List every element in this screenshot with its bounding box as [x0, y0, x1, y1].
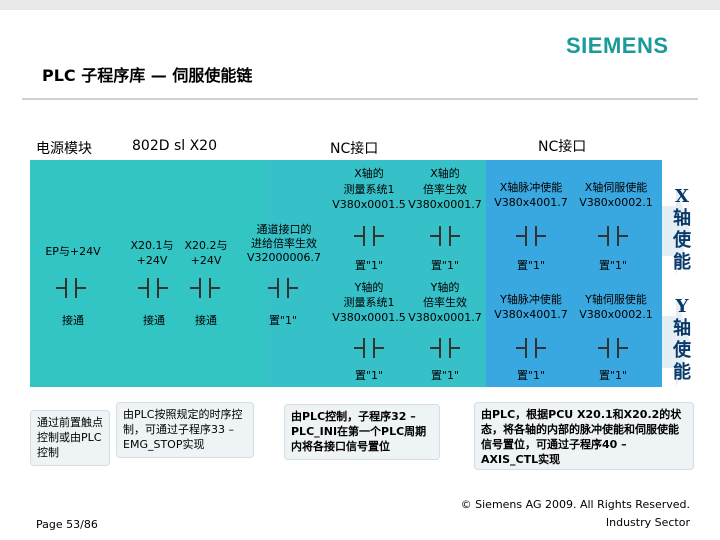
x-meas-label-2: 测量系统1	[343, 183, 395, 196]
y-servo-contact-icon	[598, 338, 628, 358]
col-plc-header: 802D sl X20	[132, 138, 217, 154]
x-arrow-icon	[662, 186, 690, 276]
siemens-logo: SIEMENS	[566, 33, 669, 58]
y-pulse-set: 置"1"	[516, 369, 546, 382]
x202-voltage: +24V	[190, 254, 222, 267]
power-contact-icon	[56, 278, 86, 298]
x-meas-address: V380x0001.5	[332, 198, 406, 211]
y-meas-set: 置"1"	[354, 369, 384, 382]
y-servo-set: 置"1"	[598, 369, 628, 382]
feed-contact-icon	[268, 278, 298, 298]
x201-voltage: +24V	[136, 254, 168, 267]
col-nc1-header: NC接口	[330, 141, 379, 157]
y-pulse-label: Y轴脉冲使能	[500, 293, 562, 306]
x-pulse-contact-icon	[516, 226, 546, 246]
y-pulse-address: V380x4001.7	[494, 308, 568, 321]
y-servo-label: Y轴伺服使能	[585, 293, 647, 306]
blue-band	[486, 160, 662, 387]
note-nc1: 由PLC控制，子程序32 – PLC_INI在第一个PLC周期内将各接口信号置位	[284, 404, 440, 460]
sector-label: Industry Sector	[605, 516, 690, 529]
copyright: © Siemens AG 2009. All Rights Reserved.	[460, 498, 690, 511]
x-pulse-set: 置"1"	[516, 259, 546, 272]
y-arrow-icon	[662, 296, 690, 388]
feed-set: 置"1"	[268, 314, 298, 327]
feed-address: V32000006.7	[246, 251, 321, 264]
y-over-set: 置"1"	[430, 369, 460, 382]
x202-label: X20.2与	[184, 239, 228, 252]
x202-contact-icon	[190, 278, 220, 298]
y-over-contact-icon	[430, 338, 460, 358]
y-over-address: V380x0001.7	[408, 311, 482, 324]
col-nc2-header: NC接口	[538, 139, 587, 155]
x-servo-label: X轴伺服使能	[584, 181, 648, 194]
x201-label: X20.1与	[130, 239, 174, 252]
x-meas-set: 置"1"	[354, 259, 384, 272]
x-over-set: 置"1"	[430, 259, 460, 272]
title-divider	[22, 98, 698, 100]
page-title: PLC 子程序库 — 伺服使能链	[42, 66, 253, 85]
note-plc: 由PLC按照规定的时序控制，可通过子程序33 – EMG_STOP实现	[116, 402, 254, 458]
y-meas-label-1: Y轴的	[354, 281, 384, 294]
y-servo-address: V380x0002.1	[579, 308, 653, 321]
note-nc2: 由PLC，根据PCU X20.1和X20.2的状态，将各轴的内部的脉冲使能和伺服…	[474, 402, 694, 470]
y-meas-contact-icon	[354, 338, 384, 358]
col-power-header: 电源模块	[36, 141, 92, 157]
x-servo-set: 置"1"	[598, 259, 628, 272]
x-over-label-2: 倍率生效	[423, 183, 467, 196]
power-ep-label: EP与+24V	[45, 245, 101, 258]
x-over-contact-icon	[430, 226, 460, 246]
y-over-label-1: Y轴的	[430, 281, 460, 294]
note-power: 通过前置触点控制或由PLC控制	[30, 410, 110, 466]
x-axis-enable-label: X 轴 使 能	[673, 186, 691, 273]
x-meas-label-1: X轴的	[354, 167, 384, 180]
x-pulse-address: V380x4001.7	[494, 196, 568, 209]
x-servo-address: V380x0002.1	[579, 196, 653, 209]
x-servo-contact-icon	[598, 226, 628, 246]
y-axis-enable-label: Y 轴 使 能	[673, 296, 691, 383]
y-over-label-2: 倍率生效	[423, 296, 467, 309]
x201-contact-icon	[138, 278, 168, 298]
x-over-address: V380x0001.7	[408, 198, 482, 211]
x-over-label-1: X轴的	[430, 167, 460, 180]
y-meas-label-2: 测量系统1	[343, 296, 395, 309]
top-bar	[0, 0, 720, 10]
x-pulse-label: X轴脉冲使能	[499, 181, 563, 194]
feed-label-2: 进给倍率生效	[251, 237, 317, 250]
y-pulse-contact-icon	[516, 338, 546, 358]
x202-state: 接通	[195, 314, 217, 327]
power-state: 接通	[62, 314, 84, 327]
x201-state: 接通	[143, 314, 165, 327]
page-number: Page 53/86	[36, 518, 98, 531]
feed-label-1: 通道接口的	[256, 223, 312, 236]
y-meas-address: V380x0001.5	[332, 311, 406, 324]
x-meas-contact-icon	[354, 226, 384, 246]
